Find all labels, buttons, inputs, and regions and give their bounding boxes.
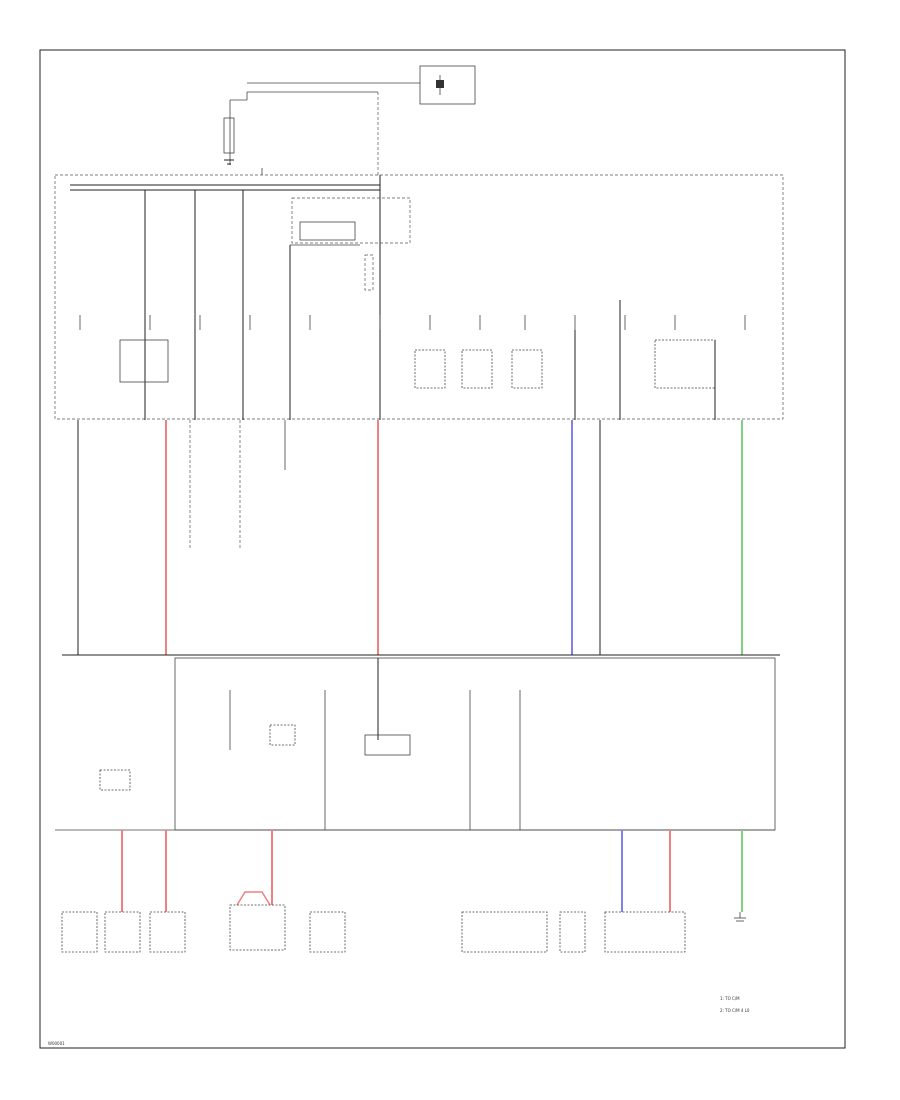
battery-sensor-box — [419, 65, 476, 105]
under-dash-fuse-box — [99, 657, 776, 831]
diagram-ref: W00001 — [48, 1041, 65, 1046]
load-2 — [104, 911, 141, 953]
load-5 — [309, 911, 346, 953]
load-8 — [604, 911, 686, 953]
relay-f — [364, 734, 411, 756]
relay-g — [99, 769, 131, 791]
battery-icon — [223, 117, 235, 154]
relay-e — [654, 339, 716, 389]
battery-section — [223, 65, 476, 175]
load-1 — [61, 911, 98, 953]
load-3 — [149, 911, 186, 953]
ignition-relay-box — [291, 197, 411, 244]
load-4 — [229, 904, 286, 951]
load-7 — [559, 911, 586, 953]
load-components — [61, 904, 686, 953]
ground-icon — [734, 912, 746, 922]
fuse-row-upper — [79, 315, 746, 330]
underhood-fuse-box — [54, 174, 784, 420]
diagram-border — [39, 49, 846, 1049]
legend-line-2: 2: TO C/M 4 L0 — [720, 1008, 750, 1013]
relay-b — [414, 349, 446, 389]
relay-d — [511, 349, 543, 389]
relay-a — [119, 339, 169, 383]
load-6 — [461, 911, 548, 953]
relay-c — [461, 349, 493, 389]
bottom-wiring — [55, 829, 775, 912]
middle-wiring — [62, 420, 780, 656]
legend-line-1: 1: TO C/M — [720, 996, 740, 1001]
